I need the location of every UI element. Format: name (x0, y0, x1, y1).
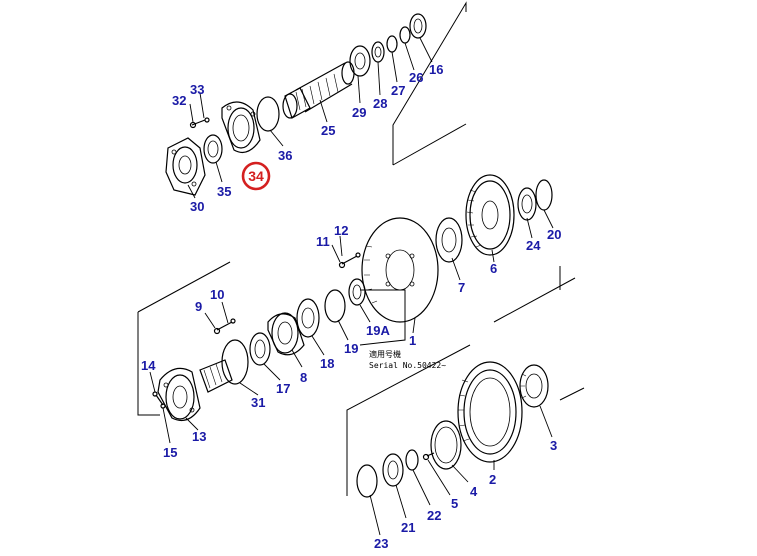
part-24-ring (517, 187, 537, 221)
part-1-disc (361, 217, 439, 323)
callout-2: 2 (489, 472, 496, 487)
callout-7: 7 (458, 280, 465, 295)
callout-23: 23 (374, 536, 388, 551)
part-5-pin (422, 452, 435, 461)
callout-22: 22 (427, 508, 441, 523)
part-31-oring (221, 339, 249, 385)
part-30-housing (165, 137, 206, 196)
callout-19A: 19A (366, 323, 390, 338)
callout-31: 31 (251, 395, 265, 410)
callout-16: 16 (429, 62, 443, 77)
part-26-snap-ring (399, 26, 411, 44)
callout-32: 32 (172, 93, 186, 108)
part-16-ring (409, 13, 427, 39)
callout-33: 33 (190, 82, 204, 97)
callout-9: 9 (195, 299, 202, 314)
part-4-disc (430, 420, 462, 470)
part-36-oring (256, 96, 280, 132)
part-21-bearing (382, 453, 404, 487)
callout-4: 4 (470, 484, 478, 499)
frame-lines (137, 1, 585, 496)
callout-25: 25 (321, 123, 335, 138)
part-35-seal (203, 134, 223, 164)
part-19-oring (324, 289, 346, 323)
callout-11: 11 (316, 234, 330, 249)
serial-note: 適用号機 Serial No.50422~ (369, 349, 446, 370)
leader-lines (149, 37, 554, 536)
callout-labels: 33 32 36 35 30 25 29 28 27 26 16 12 11 9… (141, 62, 561, 551)
callout-24: 24 (526, 238, 541, 253)
part-9-10-bolt (213, 318, 236, 335)
callout-30: 30 (190, 199, 204, 214)
callout-36: 36 (278, 148, 292, 163)
part-25-shaft (282, 61, 355, 119)
callout-12: 12 (334, 223, 348, 238)
serial-note-line2: Serial No.50422~ (369, 361, 446, 370)
callout-29: 29 (352, 105, 366, 120)
part-20-snap-ring (535, 179, 553, 211)
part-23-snap-ring (356, 464, 378, 498)
serial-note-line1: 適用号機 (369, 349, 401, 359)
highlighted-callout-34: 34 (241, 161, 271, 191)
callout-18: 18 (320, 356, 334, 371)
part-11-12-bolt (338, 252, 361, 269)
callout-17: 17 (276, 381, 290, 396)
callout-35: 35 (217, 184, 231, 199)
part-2-ring-gear (457, 361, 523, 463)
part-7-bearing (435, 217, 463, 263)
callout-15: 15 (163, 445, 177, 460)
part-22-ring (405, 449, 419, 471)
callout-21: 21 (401, 520, 415, 535)
highlight-circle (241, 161, 271, 191)
part-18-bearing (296, 298, 320, 338)
part-17-seal (249, 332, 271, 366)
callout-10: 10 (210, 287, 224, 302)
callout-5: 5 (451, 496, 458, 511)
part-8-cover (267, 312, 305, 356)
part-27-ring (386, 35, 398, 53)
part-19A-ring (348, 278, 366, 306)
callout-27: 27 (391, 83, 405, 98)
callout-26: 26 (409, 70, 423, 85)
callout-3: 3 (550, 438, 557, 453)
part-32-33-bolt (189, 117, 210, 129)
callout-28: 28 (373, 96, 387, 111)
callout-6: 6 (490, 261, 497, 276)
callout-19: 19 (344, 341, 358, 356)
part-13-flange-shaft (157, 359, 233, 421)
callout-1: 1 (409, 333, 416, 348)
callout-34: 34 (248, 168, 264, 184)
callout-8: 8 (300, 370, 307, 385)
part-34-cover (221, 101, 261, 153)
callout-20: 20 (547, 227, 561, 242)
part-29-bearing (349, 45, 371, 77)
part-28-ring (371, 41, 385, 63)
callout-13: 13 (192, 429, 206, 444)
callout-14: 14 (141, 358, 156, 373)
part-3-bearing (519, 364, 549, 408)
part-6-gear (465, 174, 515, 256)
